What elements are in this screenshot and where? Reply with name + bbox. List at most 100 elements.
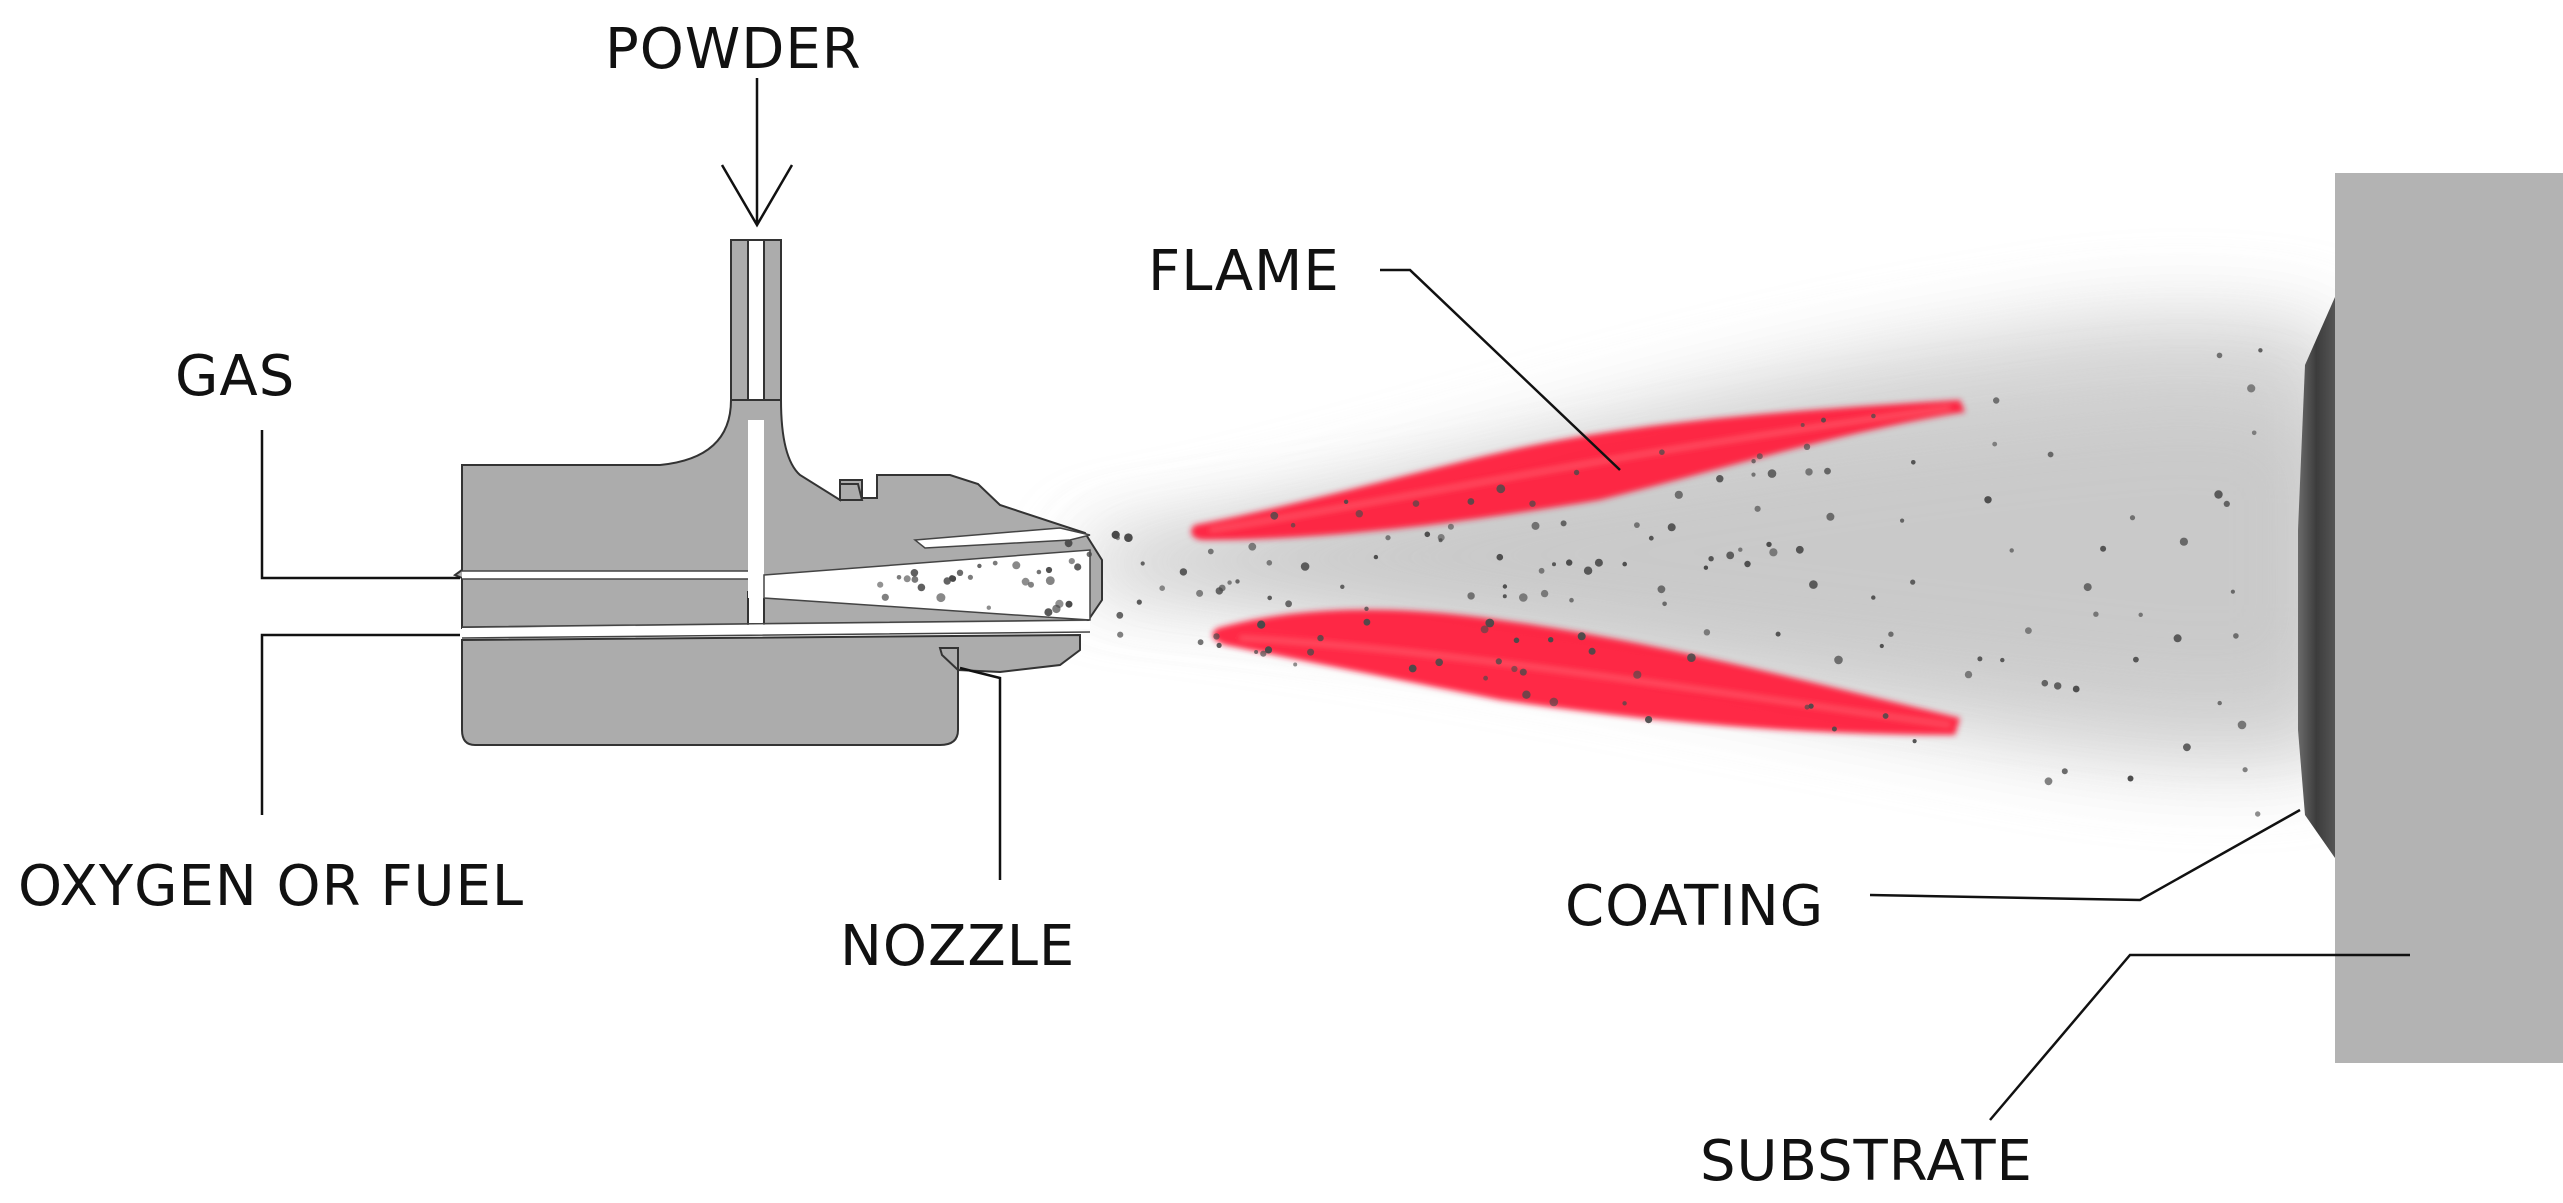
powder-particle bbox=[2242, 767, 2248, 773]
substrate-block bbox=[2335, 173, 2563, 1063]
powder-particle bbox=[2083, 583, 2092, 592]
powder-particle bbox=[1549, 697, 1559, 707]
powder-particle bbox=[1485, 618, 1495, 628]
powder-particle bbox=[1213, 633, 1220, 640]
powder-particle bbox=[1888, 631, 1894, 637]
powder-particle bbox=[903, 575, 911, 583]
flame-leader bbox=[1380, 268, 1621, 471]
powder-particle bbox=[2251, 430, 2257, 436]
powder-particle bbox=[2258, 348, 2263, 353]
powder-particle bbox=[1266, 560, 1273, 566]
powder-particle bbox=[1738, 547, 1743, 552]
powder-particle bbox=[1496, 484, 1506, 494]
powder-particle bbox=[2044, 777, 2053, 786]
powder-particle bbox=[1045, 566, 1053, 574]
powder-particle bbox=[1804, 704, 1810, 710]
powder-particle bbox=[1117, 631, 1124, 638]
powder-particle bbox=[1912, 739, 1917, 744]
powder-particle bbox=[1373, 554, 1379, 560]
powder-particle bbox=[1196, 589, 1204, 597]
powder-particle bbox=[1124, 533, 1133, 542]
powder-particle bbox=[1751, 472, 1756, 477]
powder-particle bbox=[2054, 682, 2062, 690]
powder-particle bbox=[1775, 631, 1781, 637]
powder-particle bbox=[2255, 811, 2261, 817]
powder-particle bbox=[1055, 599, 1064, 609]
powder-particle bbox=[1045, 576, 1055, 585]
powder-particle bbox=[1800, 423, 1805, 427]
powder-particle bbox=[1622, 701, 1627, 706]
powder-particle bbox=[1111, 530, 1120, 540]
nozzle-leader bbox=[959, 666, 1002, 880]
powder-particle bbox=[1140, 561, 1145, 566]
powder-particle bbox=[1808, 703, 1814, 709]
powder-particle bbox=[1343, 499, 1349, 504]
powder-particle bbox=[1363, 618, 1371, 626]
powder-particle bbox=[2093, 611, 2099, 617]
powder-particle bbox=[1385, 535, 1391, 541]
powder-particle bbox=[992, 560, 998, 566]
powder-particle bbox=[1116, 611, 1124, 619]
powder-particle bbox=[1257, 620, 1266, 629]
spray-gun bbox=[452, 239, 1103, 746]
powder-particle bbox=[1028, 581, 1034, 588]
powder-particle bbox=[1667, 523, 1676, 532]
powder-particle bbox=[1531, 521, 1540, 530]
powder-particle bbox=[1803, 443, 1811, 450]
powder-particle bbox=[1215, 587, 1224, 595]
powder-particle bbox=[1480, 625, 1489, 634]
powder-particle bbox=[2129, 515, 2136, 521]
powder-particle bbox=[1227, 580, 1232, 585]
powder-particle bbox=[1412, 500, 1420, 507]
powder-particle bbox=[1522, 690, 1531, 699]
powder-particle bbox=[2223, 500, 2230, 507]
powder-particle bbox=[1317, 634, 1324, 642]
powder-particle bbox=[1021, 577, 1030, 586]
powder-particle bbox=[2100, 545, 2107, 552]
powder-particle bbox=[1307, 648, 1315, 656]
powder-particle bbox=[1744, 560, 1751, 568]
powder-particle bbox=[917, 583, 926, 592]
powder-particle bbox=[1687, 653, 1696, 662]
powder-particle bbox=[956, 569, 964, 576]
powder-particle bbox=[1136, 599, 1142, 605]
powder-particle bbox=[1756, 453, 1763, 460]
powder-particle bbox=[936, 593, 946, 603]
powder-particle bbox=[2214, 490, 2223, 499]
powder-particle bbox=[1483, 675, 1488, 681]
powder-particle bbox=[2009, 548, 2014, 553]
powder-particle bbox=[1588, 647, 1596, 655]
powder-particle bbox=[1529, 500, 1536, 507]
powder-particle bbox=[1290, 522, 1296, 528]
powder-particle bbox=[1900, 518, 1905, 523]
powder-particle bbox=[1831, 726, 1837, 732]
powder-particle bbox=[1285, 600, 1292, 608]
flame-label: FLAME bbox=[1148, 239, 1340, 304]
powder-particle bbox=[2247, 384, 2256, 393]
oxygen-fuel-label: OXYGEN OR FUEL bbox=[18, 854, 524, 919]
oxygen-fuel-leader bbox=[260, 633, 460, 815]
powder-particle bbox=[1467, 592, 1475, 600]
powder-particle bbox=[1513, 637, 1520, 644]
powder-particle bbox=[1467, 498, 1475, 505]
powder-particle bbox=[1447, 523, 1454, 530]
powder-particle bbox=[2217, 700, 2222, 706]
powder-particle bbox=[986, 605, 991, 610]
powder-particle bbox=[949, 575, 955, 581]
powder-particle bbox=[1674, 490, 1683, 499]
powder-particle bbox=[2237, 720, 2247, 730]
powder-particle bbox=[1834, 655, 1843, 665]
powder-particle bbox=[1511, 665, 1518, 673]
powder-particle bbox=[1622, 561, 1627, 567]
powder-particle bbox=[2041, 679, 2049, 687]
powder-particle bbox=[1577, 632, 1586, 641]
powder-particle bbox=[1726, 551, 1735, 560]
powder-particle bbox=[1012, 561, 1021, 570]
powder-particle bbox=[877, 581, 884, 588]
powder-particle bbox=[1355, 510, 1364, 518]
powder-particle bbox=[1552, 562, 1556, 567]
substrate-leader bbox=[1989, 953, 2410, 1121]
powder-particle bbox=[2072, 685, 2080, 693]
powder-particle bbox=[2233, 633, 2239, 639]
substrate-label: SUBSTRATE bbox=[1700, 1129, 2033, 1194]
